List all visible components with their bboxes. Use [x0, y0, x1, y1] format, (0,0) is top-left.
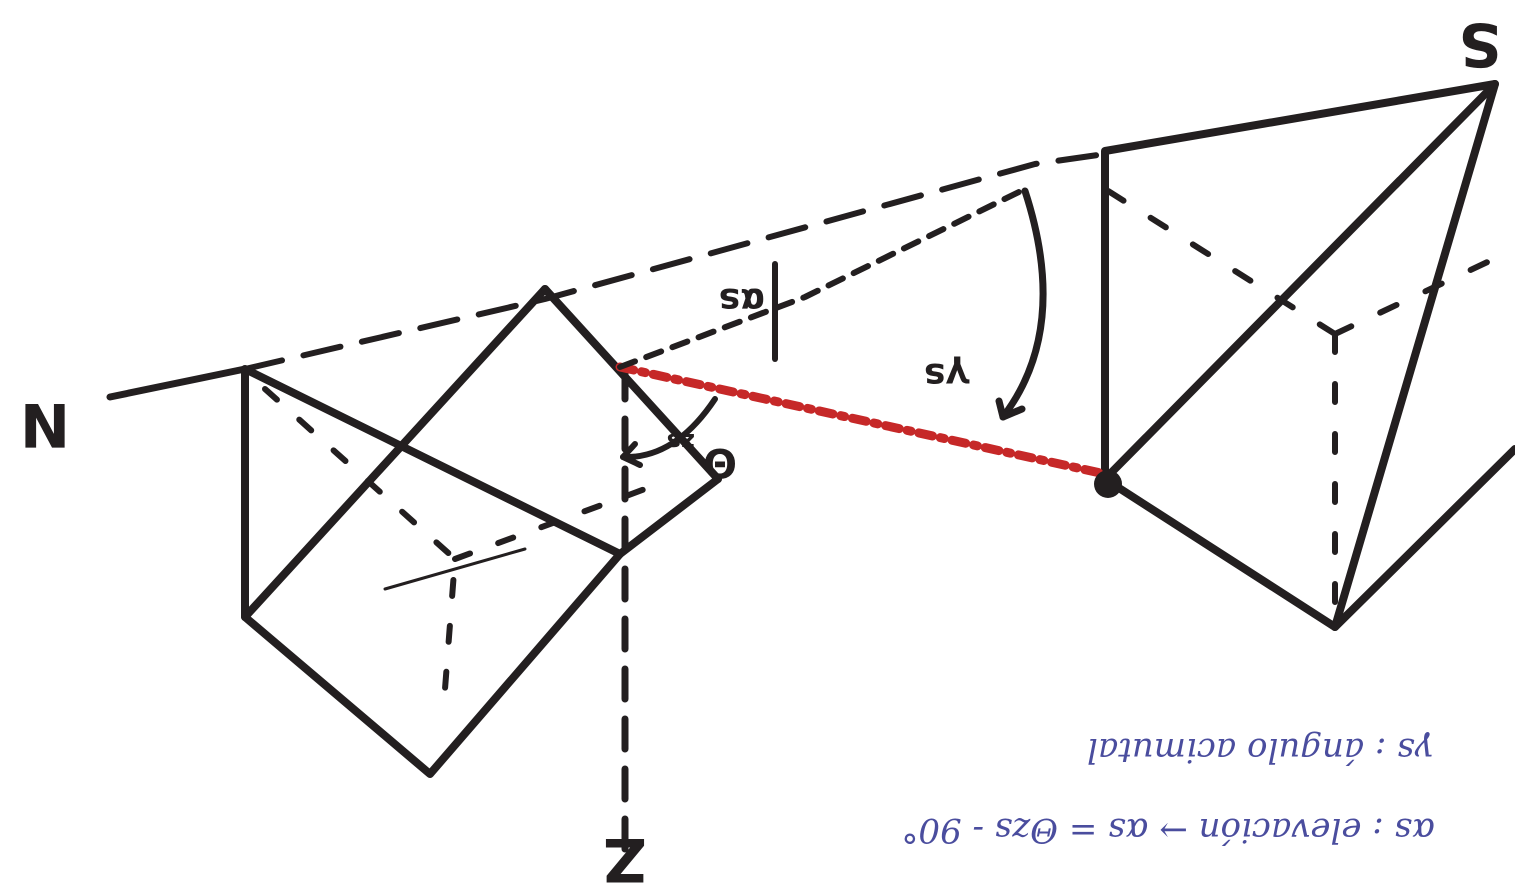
- note-line-1: γs : ángulo acimutal: [1087, 730, 1435, 770]
- horizon-line: [106, 365, 249, 401]
- theta-sub-label: zs: [667, 428, 695, 456]
- note-line-2: αs : elevación → αs = Θzs - 90°: [901, 810, 1435, 850]
- horizon-line-dashed: [242, 151, 1108, 372]
- zenith-label: Z: [603, 824, 647, 889]
- south-label: S: [1458, 9, 1501, 79]
- north-box: [241, 285, 722, 778]
- zenith-arc: [620, 396, 718, 461]
- psi-label: γs: [924, 355, 970, 396]
- alpha-label: αs: [719, 280, 765, 321]
- sun-point: [1094, 470, 1122, 498]
- south-box: [1101, 80, 1515, 631]
- sun-ray-projection: [617, 186, 1028, 370]
- theta-label: Θ: [703, 439, 737, 485]
- sun-ray: [615, 362, 1110, 479]
- elevation-arc: [999, 187, 1047, 421]
- north-label: N: [20, 389, 70, 459]
